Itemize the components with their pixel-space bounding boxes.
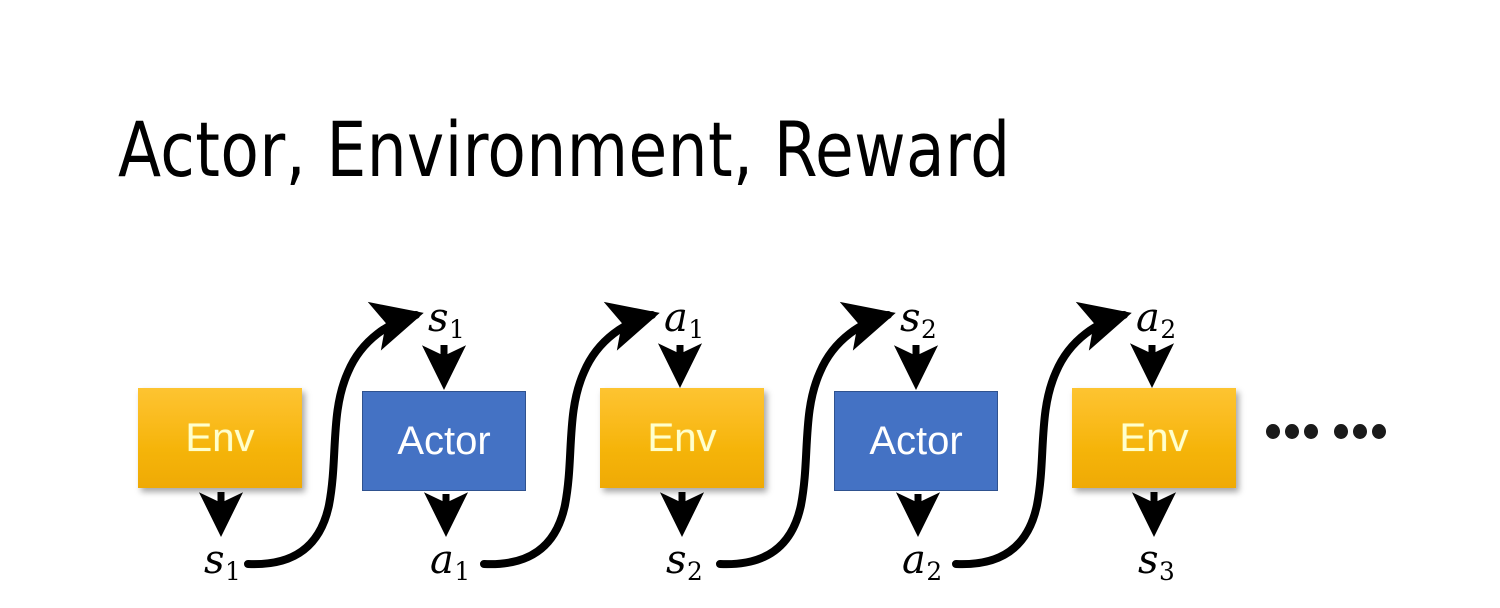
node-label: Env [1119, 416, 1189, 460]
node-label: Env [185, 416, 255, 460]
subscript: 1 [688, 314, 705, 344]
node-env-2[interactable]: Env [600, 388, 764, 488]
symbol: s [204, 537, 225, 583]
node-label: Actor [397, 419, 491, 463]
node-actor-2[interactable]: Actor [834, 391, 998, 491]
subscript: 2 [687, 556, 703, 586]
subscript: 1 [225, 556, 241, 586]
ellipsis-dot [1304, 424, 1318, 439]
subscript: 2 [921, 314, 937, 344]
label-top-a1: a1 [664, 298, 704, 343]
symbol: s [900, 295, 921, 341]
symbol: s [1138, 537, 1159, 583]
subscript: 1 [449, 314, 465, 344]
label-bottom-s2: s2 [666, 540, 703, 585]
label-bottom-s1: s1 [204, 540, 241, 585]
label-top-s1: s1 [428, 298, 465, 343]
subscript: 2 [926, 556, 943, 586]
symbol: a [430, 537, 454, 583]
label-bottom-a1: a1 [430, 540, 470, 585]
symbol: a [902, 537, 926, 583]
ellipsis-gap [1323, 431, 1329, 432]
symbol: s [666, 537, 687, 583]
symbol: a [1136, 295, 1160, 341]
label-bottom-a2: a2 [902, 540, 942, 585]
ellipsis-dot [1353, 424, 1367, 439]
symbol: a [664, 295, 688, 341]
ellipsis-continuation [1266, 424, 1386, 439]
down-arrows-into-boxes [421, 343, 1175, 390]
subscript: 3 [1159, 556, 1175, 586]
ellipsis-dot [1334, 424, 1348, 439]
page-title: Actor, Environment, Reward [118, 105, 1011, 194]
label-top-s2: s2 [900, 298, 937, 343]
label-top-a2: a2 [1136, 298, 1176, 343]
symbol: s [428, 295, 449, 341]
node-env-1[interactable]: Env [138, 388, 302, 488]
node-actor-1[interactable]: Actor [362, 391, 526, 491]
ellipsis-dot [1285, 424, 1299, 439]
down-arrows-out-of-boxes [198, 492, 1177, 537]
subscript: 2 [1160, 314, 1177, 344]
ellipsis-dot [1266, 424, 1280, 439]
ellipsis-dot [1372, 424, 1386, 439]
subscript: 1 [454, 556, 471, 586]
node-env-3[interactable]: Env [1072, 388, 1236, 488]
label-bottom-s3: s3 [1138, 540, 1175, 585]
node-label: Actor [869, 419, 963, 463]
node-label: Env [647, 416, 717, 460]
